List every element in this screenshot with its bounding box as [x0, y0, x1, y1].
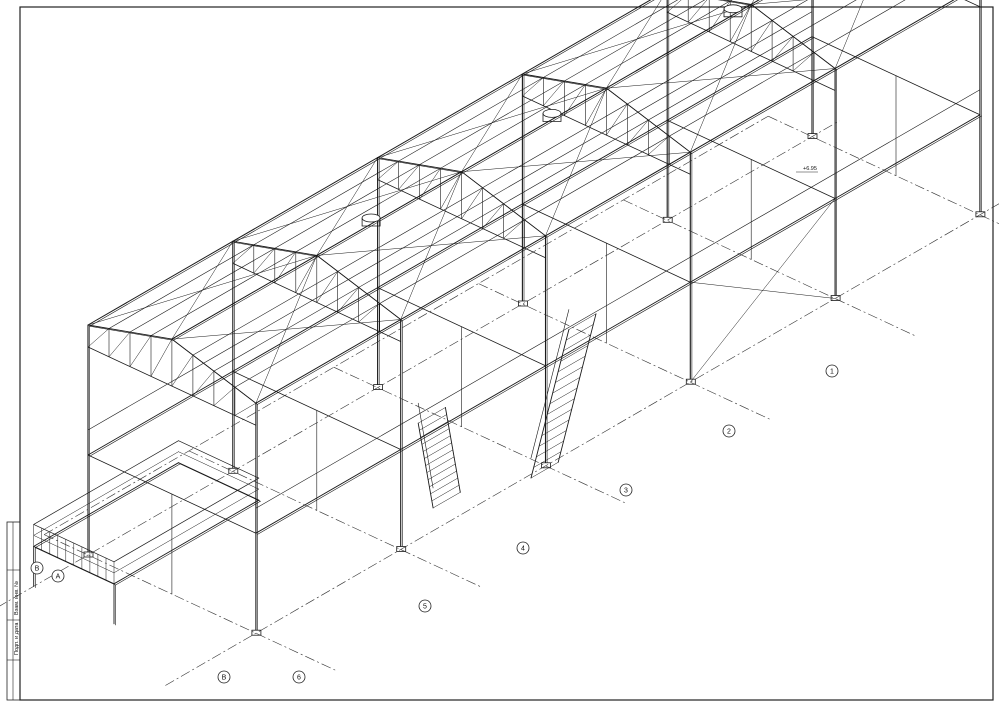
- axis-bubble-3: 3: [619, 483, 633, 497]
- axis-bubble-a: A: [51, 569, 65, 583]
- axis-label-b-top: B: [35, 566, 40, 573]
- axis-bubble-b-top: B: [30, 561, 44, 575]
- axis-bubble-5: 5: [418, 599, 432, 613]
- elevation-mark: +6.95: [796, 166, 818, 173]
- elevation-label: +6.95: [803, 166, 817, 172]
- axis-bubble-1: 1: [825, 364, 839, 378]
- side-stamp: Подп. и дата Взам. инв. №: [6, 521, 21, 701]
- side-stamp-field-1: Подп. и дата: [14, 622, 20, 655]
- axis-bubble-b-bottom: B: [217, 670, 231, 684]
- axis-bubble-2: 2: [722, 424, 736, 438]
- axis-label-3: 3: [624, 488, 628, 495]
- steel-structure: [33, 0, 986, 636]
- axis-label-b-bottom: B: [222, 675, 227, 682]
- axis-bubble-6: 6: [292, 670, 306, 684]
- axis-label-1: 1: [830, 369, 834, 376]
- axis-bubble-4: 4: [516, 541, 530, 555]
- axis-label-4: 4: [521, 546, 525, 553]
- axis-label-5: 5: [423, 604, 427, 611]
- sheet-border: [19, 6, 994, 701]
- axis-label-a: A: [56, 574, 61, 581]
- side-stamp-field-2: Взам. инв. №: [14, 581, 20, 615]
- axis-label-6: 6: [297, 675, 301, 682]
- axis-label-2: 2: [727, 429, 731, 436]
- axis-grid-lines: [0, 115, 999, 686]
